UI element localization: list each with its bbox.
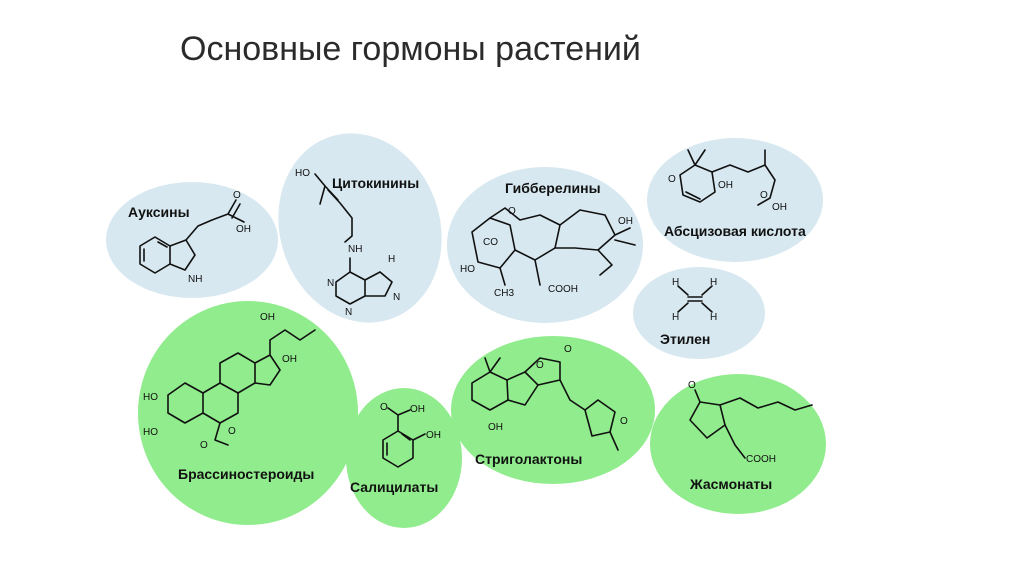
svg-text:H: H	[672, 312, 679, 323]
svg-text:O: O	[564, 344, 572, 355]
cytokinin-structure: HO NH H N N N	[295, 168, 400, 318]
svg-text:O: O	[668, 174, 676, 185]
svg-text:HO: HO	[460, 264, 475, 275]
strigolactones-label: Стриголактоны	[475, 451, 582, 467]
svg-text:O: O	[200, 440, 208, 451]
svg-text:COOH: COOH	[746, 454, 776, 465]
svg-text:O: O	[536, 360, 544, 371]
svg-text:N: N	[345, 307, 352, 318]
cytokinins-bubble	[278, 133, 442, 323]
svg-text:H: H	[388, 254, 395, 265]
svg-text:O: O	[760, 190, 768, 201]
ethylene-structure: H H H H	[672, 277, 717, 323]
svg-text:CH3: CH3	[494, 288, 514, 299]
ethylene-label: Этилен	[660, 331, 710, 347]
strigolactone-structure: O O OH O	[471, 344, 628, 451]
abscisic-bubble	[647, 138, 823, 262]
ethylene-bubble	[633, 267, 765, 359]
svg-text:OH: OH	[426, 430, 441, 441]
svg-text:OH: OH	[488, 422, 503, 433]
svg-text:OH: OH	[772, 202, 787, 213]
svg-text:N: N	[393, 292, 400, 303]
jasmonates-bubble	[650, 374, 826, 514]
svg-text:CO: CO	[483, 237, 498, 248]
brassinosteroids-label: Брассиностероиды	[178, 466, 314, 482]
svg-text:NH: NH	[348, 244, 362, 255]
svg-text:HO: HO	[143, 392, 158, 403]
auxin-structure: O OH NH	[139, 190, 251, 285]
svg-text:OH: OH	[260, 312, 275, 323]
gibberellins-label: Гибберелины	[505, 180, 601, 196]
gibberellins-bubble	[447, 167, 643, 323]
svg-text:N: N	[327, 278, 334, 289]
svg-text:H: H	[710, 312, 717, 323]
jasmonate-structure: O COOH	[688, 380, 813, 465]
jasmonates-label: Жасмонаты	[689, 476, 772, 492]
salicylates-label: Салицилаты	[350, 479, 438, 495]
svg-text:OH: OH	[236, 224, 251, 235]
svg-text:COOH: COOH	[548, 284, 578, 295]
svg-text:O: O	[508, 206, 516, 217]
svg-text:HO: HO	[143, 427, 158, 438]
svg-text:H: H	[710, 277, 717, 288]
strigolactones-bubble	[451, 336, 655, 484]
brassinosteroids-bubble	[138, 301, 358, 525]
svg-text:O: O	[233, 190, 241, 201]
cytokinins-label: Цитокинины	[332, 175, 419, 191]
svg-text:OH: OH	[282, 354, 297, 365]
svg-text:H: H	[672, 277, 679, 288]
svg-text:OH: OH	[718, 180, 733, 191]
svg-text:O: O	[228, 426, 236, 437]
svg-text:OH: OH	[618, 216, 633, 227]
abscisic-structure: O OH O OH	[668, 149, 787, 213]
svg-text:OH: OH	[410, 404, 425, 415]
svg-text:NH: NH	[188, 274, 202, 285]
svg-text:HO: HO	[295, 168, 310, 179]
svg-text:O: O	[688, 380, 696, 391]
svg-text:O: O	[620, 416, 628, 427]
auxins-label: Ауксины	[128, 204, 190, 220]
salicylates-bubble	[346, 388, 462, 528]
slide-title: Основные гормоны растений	[180, 30, 641, 68]
salicylate-structure: O OH OH	[380, 402, 441, 468]
gibberellin-structure: CO O HO CH3 COOH OH	[460, 206, 636, 299]
abscisic-label: Абсцизовая кислота	[664, 223, 806, 239]
svg-text:O: O	[380, 402, 388, 413]
brassinosteroid-structure: HO HO OH OH O O	[143, 312, 316, 451]
